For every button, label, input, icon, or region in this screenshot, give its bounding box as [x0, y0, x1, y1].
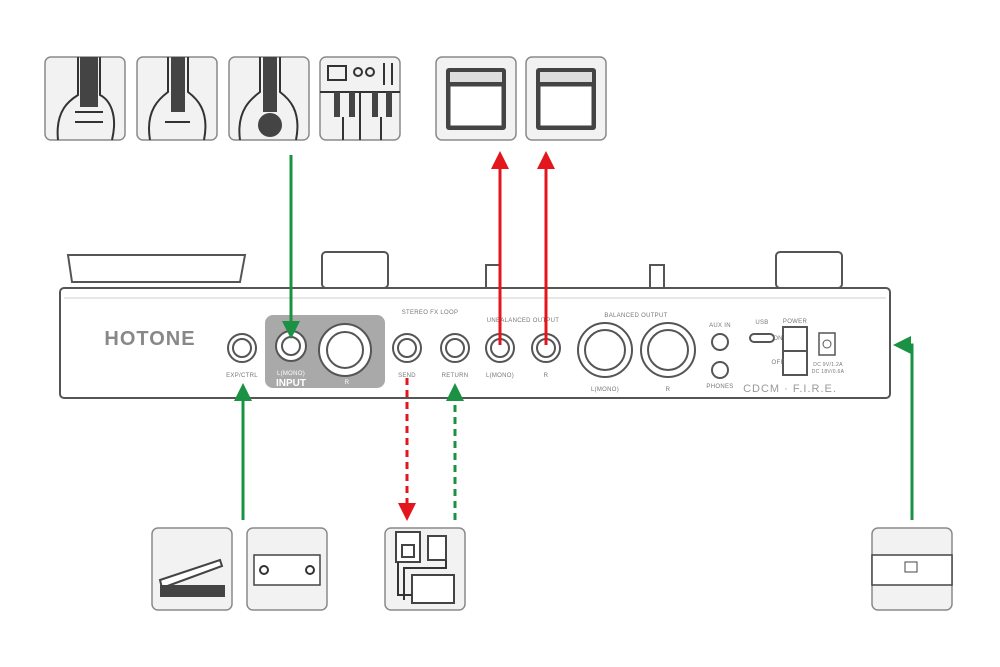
keyboard-synth-icon [319, 56, 401, 141]
tech-logo: CDCM · F.I.R.E. [743, 383, 837, 395]
dc-rating-1: DC 9V/1.2A [813, 362, 843, 368]
power-label: POWER [783, 319, 808, 325]
acoustic-guitar-icon [136, 56, 218, 141]
expression-pedal-rear [66, 254, 247, 283]
phones-label: PHONES [706, 384, 733, 390]
amp-icon-right [525, 56, 607, 141]
balanced-output-label: BALANCED OUTPUT [604, 313, 667, 319]
unbal-l-label: L(MONO) [486, 373, 514, 379]
footswitch-icon [246, 527, 328, 611]
input-l-label: L(MONO) [277, 371, 305, 377]
power-adapter-icon [871, 527, 953, 611]
multi-effects-device: HOTONE EXP/CTRL L(MONO) INPUT R STEREO F… [59, 251, 891, 399]
footswitch-knob [321, 251, 389, 289]
brand-logo: HOTONE [104, 328, 195, 350]
amp-icon-left [435, 56, 517, 141]
unbal-r-label: R [544, 373, 549, 379]
dc-power-jack[interactable] [818, 332, 836, 356]
usb-label: USB [755, 320, 768, 326]
power-arrow [893, 336, 914, 520]
expression-pedal-icon [151, 527, 233, 611]
aux-in-jack[interactable] [711, 333, 729, 351]
effects-pedals-icon [384, 527, 466, 611]
aux-in-label: AUX IN [709, 323, 731, 329]
dc-rating-2: DC 18V/0.6A [812, 369, 845, 375]
bal-l-label: L(MONO) [591, 387, 619, 393]
usb-port[interactable] [749, 333, 775, 343]
bal-r-label: R [666, 387, 671, 393]
input-label: INPUT [276, 378, 306, 389]
input-r-label: R [345, 380, 350, 386]
fx-loop-label: STEREO FX LOOP [402, 310, 459, 316]
return-label: RETURN [442, 373, 469, 379]
power-off-label: OFF [772, 360, 785, 366]
classical-guitar-icon [228, 56, 310, 141]
send-label: SEND [398, 373, 416, 379]
unbalanced-output-label: UNBALANCED OUTPUT [487, 318, 559, 324]
exp-ctrl-label: EXP/CTRL [226, 373, 258, 379]
power-on-label: ON [773, 336, 783, 342]
phones-jack[interactable] [711, 361, 729, 379]
electric-guitar-icon [44, 56, 126, 141]
